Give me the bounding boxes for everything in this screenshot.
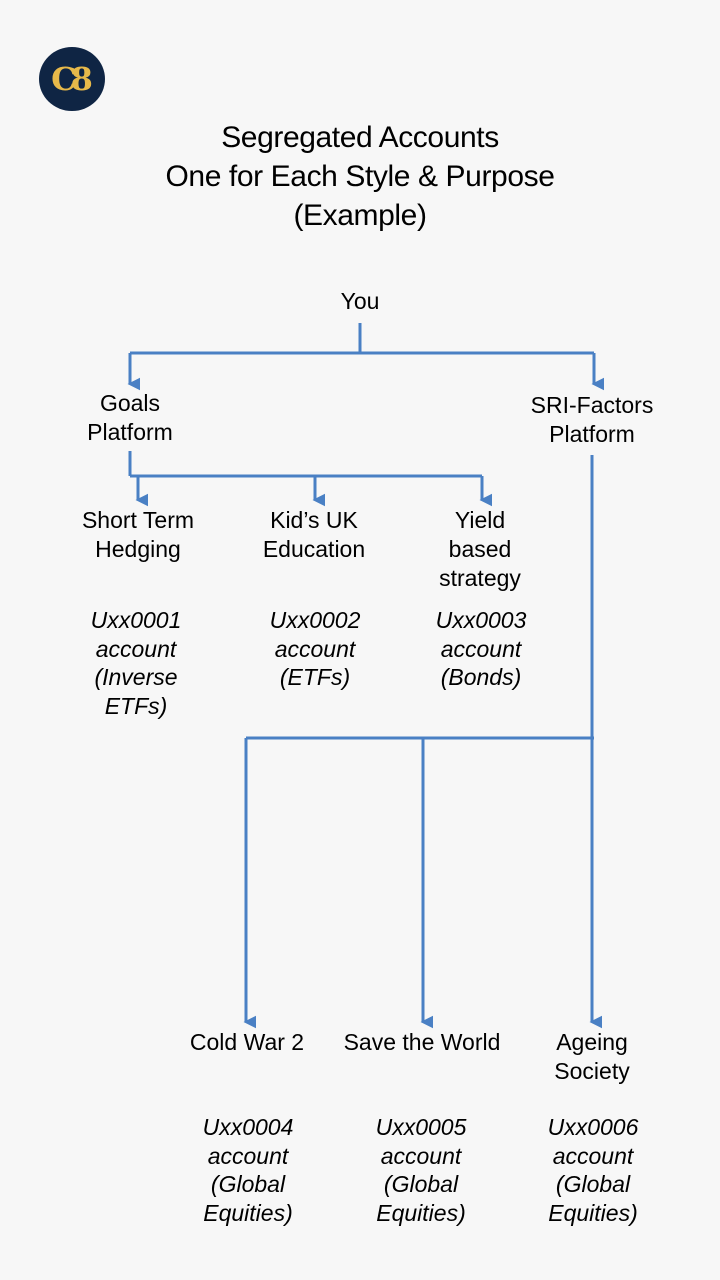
- node-name-line: Society: [554, 1058, 630, 1084]
- node-name-line: Save the World: [343, 1029, 501, 1055]
- title-line-3: (Example): [293, 199, 427, 232]
- node-name-line: Education: [262, 536, 366, 562]
- account-line: (Global: [210, 1171, 286, 1197]
- account-line: account: [207, 1142, 289, 1169]
- account-uxx0004: Uxx0004 account (Global Equities): [203, 1113, 294, 1227]
- node-short-term-hedging: Short Term Hedging: [82, 506, 194, 564]
- account-line: (Global: [555, 1171, 631, 1197]
- account-line: Uxx0006: [547, 1114, 639, 1140]
- account-uxx0003: Uxx0003 account (Bonds): [436, 606, 527, 692]
- connector-sri: [246, 455, 594, 740]
- account-uxx0002: Uxx0002 account (ETFs): [270, 606, 361, 692]
- account-line: account: [440, 635, 522, 662]
- node-yield-based-strategy: Yield based strategy: [439, 506, 521, 593]
- node-sri-platform: SRI-Factors Platform: [531, 391, 654, 449]
- account-line: account: [552, 1142, 634, 1169]
- node-name-line: Hedging: [95, 536, 181, 562]
- account-line: Uxx0005: [375, 1114, 467, 1140]
- node-ageing-society: Ageing Society: [554, 1028, 629, 1086]
- account-line: account: [274, 635, 356, 662]
- node-kids-uk-education: Kid’s UK Education: [263, 506, 365, 564]
- title-line-1: Segregated Accounts: [221, 121, 499, 154]
- node-cold-war-2: Cold War 2: [190, 1028, 304, 1057]
- node-you-label: You: [340, 288, 380, 314]
- node-name-line: Cold War 2: [189, 1029, 305, 1055]
- page-title: Segregated Accounts One for Each Style &…: [0, 118, 720, 235]
- connector-goals: [128, 451, 482, 478]
- account-uxx0006: Uxx0006 account (Global Equities): [548, 1113, 639, 1227]
- node-name-line: Kid’s UK: [270, 507, 358, 533]
- account-line: (Inverse: [94, 664, 178, 690]
- node-name-line: Short Term: [81, 507, 195, 533]
- title-line-2: One for Each Style & Purpose: [165, 160, 555, 193]
- account-line: Uxx0004: [202, 1114, 294, 1140]
- c8-logo: C8: [39, 47, 105, 111]
- account-line: (ETFs): [279, 664, 351, 690]
- account-line: (Global: [383, 1171, 459, 1197]
- connector-you: [130, 323, 594, 355]
- account-line: ETFs): [104, 692, 168, 719]
- account-uxx0001: Uxx0001 account (Inverse ETFs): [91, 606, 182, 720]
- node-you: You: [341, 287, 380, 316]
- account-line: Equities): [203, 1199, 293, 1226]
- logo-text: C8: [51, 60, 93, 98]
- account-line: Uxx0003: [435, 607, 527, 633]
- goals-platform-line-2: Platform: [87, 419, 173, 445]
- account-line: account: [380, 1142, 462, 1169]
- node-name-line: Ageing: [556, 1029, 628, 1055]
- account-line: account: [95, 635, 177, 662]
- account-line: Equities): [548, 1199, 638, 1226]
- goals-platform-line-1: Goals: [99, 390, 161, 416]
- node-goals-platform: Goals Platform: [87, 389, 173, 447]
- node-save-the-world: Save the World: [344, 1028, 501, 1057]
- account-line: Uxx0002: [269, 607, 361, 633]
- account-uxx0005: Uxx0005 account (Global Equities): [376, 1113, 467, 1227]
- node-name-line: based: [448, 536, 512, 562]
- node-name-line: strategy: [439, 565, 521, 591]
- account-line: (Bonds): [440, 664, 522, 690]
- account-line: Equities): [376, 1199, 466, 1226]
- sri-platform-line-1: SRI-Factors: [530, 392, 654, 418]
- sri-platform-line-2: Platform: [549, 421, 635, 447]
- node-name-line: Yield: [454, 507, 506, 533]
- account-line: Uxx0001: [90, 607, 182, 633]
